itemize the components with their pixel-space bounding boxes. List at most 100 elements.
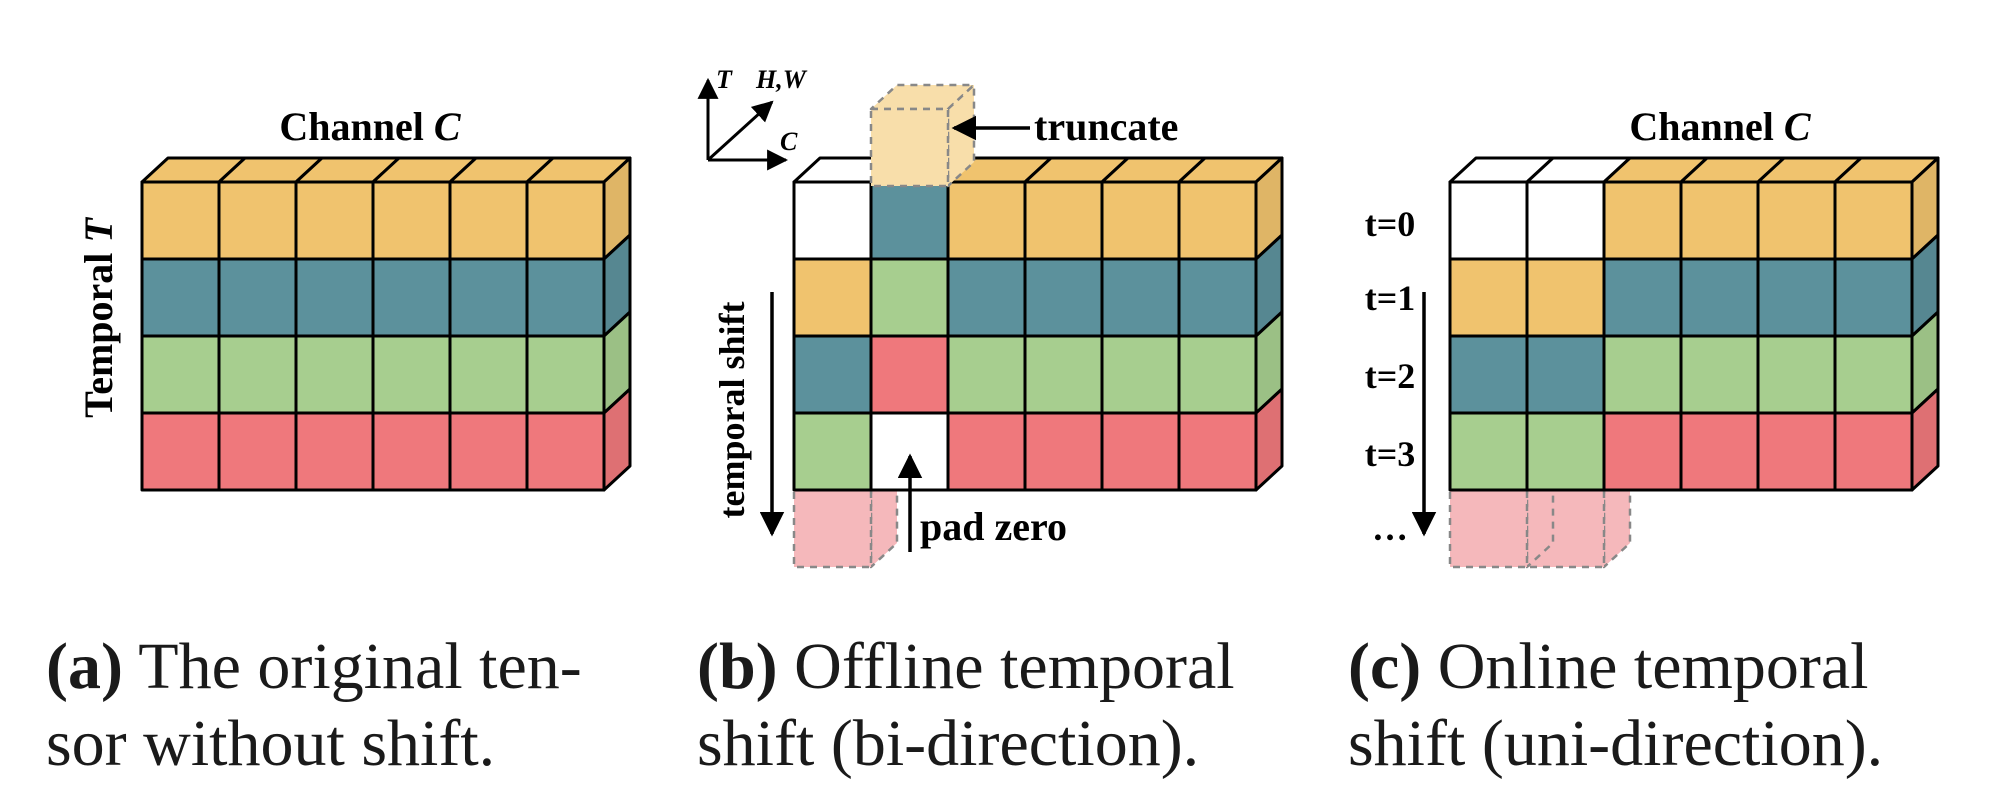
cube-front-face xyxy=(1756,411,1837,492)
cube-front-face xyxy=(448,334,529,415)
cube-front-face xyxy=(1023,411,1104,492)
caption-a-line1: (a) The original ten- xyxy=(46,630,582,703)
cube-front-face xyxy=(140,334,221,415)
cube-front-face xyxy=(1023,180,1104,261)
cube-front-face xyxy=(1448,180,1529,261)
temporal-label: Temporal T xyxy=(76,217,121,418)
cube-front-face xyxy=(1525,411,1606,492)
cube-front-face xyxy=(1602,257,1683,338)
cube-front-face xyxy=(792,180,873,261)
cube-front-face xyxy=(371,411,452,492)
cube-front-face xyxy=(525,180,606,261)
cube-front-face xyxy=(294,257,375,338)
caption-c-line1: (c) Online temporal xyxy=(1348,630,1868,703)
cube-front-face xyxy=(294,411,375,492)
cube-front-face xyxy=(946,411,1027,492)
axis-hw-label: H,W xyxy=(755,65,808,94)
cube-front-face xyxy=(1177,411,1258,492)
axis-c-label: C xyxy=(780,127,798,156)
time-label-2: t=2 xyxy=(1365,356,1416,396)
cube-front-face xyxy=(217,334,298,415)
cube-front-face xyxy=(1023,334,1104,415)
cube-front-face xyxy=(1756,334,1837,415)
axis-t-label: T xyxy=(716,65,733,94)
cube-front-face xyxy=(1679,180,1760,261)
axis-hw-arrow xyxy=(706,100,774,162)
cube-front-face xyxy=(869,257,950,338)
cube-front-face xyxy=(1833,411,1914,492)
cube-front-face xyxy=(448,180,529,261)
panel-c-online-shift: Channel C t=0 t=1 t=2 t=3 … (c) Online t… xyxy=(1348,104,1940,780)
cube-front-face xyxy=(1756,257,1837,338)
cube-front-face xyxy=(1177,180,1258,261)
panel-b-offline-shift: T H,W C truncate pad zero temporal shift… xyxy=(697,65,1284,780)
cube-front-face xyxy=(1833,334,1914,415)
caption-c-line2: shift (uni-direction). xyxy=(1348,707,1883,780)
cube-front-face xyxy=(946,334,1027,415)
cube-front-face xyxy=(946,180,1027,261)
cube-front-face xyxy=(792,411,873,492)
cube-front-face xyxy=(1756,180,1837,261)
cube-front-face xyxy=(1100,257,1181,338)
cube-front-face xyxy=(525,257,606,338)
cube-front-face xyxy=(448,257,529,338)
caption-b-line2: shift (bi-direction). xyxy=(697,707,1199,780)
temporal-shift-label: temporal shift xyxy=(712,302,752,519)
cube-front-face xyxy=(1023,257,1104,338)
cube-front-face xyxy=(1177,257,1258,338)
cube-front-face xyxy=(525,411,606,492)
cube-front-face xyxy=(1602,180,1683,261)
cube-front-face xyxy=(448,411,529,492)
caption-a-line2: sor without shift. xyxy=(46,707,495,780)
pad-zero-label: pad zero xyxy=(920,504,1067,549)
cube-front-face xyxy=(869,334,950,415)
cube-front-face xyxy=(371,334,452,415)
cube-front-face xyxy=(1525,180,1606,261)
ghost-cube-front xyxy=(869,107,950,188)
cube-front-face xyxy=(1100,180,1181,261)
cube-front-face xyxy=(371,180,452,261)
ghost-cube-front xyxy=(1448,488,1529,569)
cube-front-face xyxy=(140,180,221,261)
time-label-1: t=1 xyxy=(1365,278,1416,318)
tensor-grid-original xyxy=(140,156,632,492)
cube-front-face xyxy=(1100,411,1181,492)
channel-label: Channel C xyxy=(1629,104,1812,149)
cube-front-face xyxy=(946,257,1027,338)
cube-front-face xyxy=(1679,411,1760,492)
tensor-grid-offline-shift xyxy=(792,156,1284,492)
panel-a-original-tensor: Channel C Temporal T (a) The original te… xyxy=(46,104,632,780)
cube-front-face xyxy=(525,334,606,415)
truncate-label: truncate xyxy=(1034,104,1178,149)
cube-front-face xyxy=(869,180,950,261)
cube-front-face xyxy=(1602,334,1683,415)
cube-front-face xyxy=(1833,180,1914,261)
cube-front-face xyxy=(1679,334,1760,415)
cube-front-face xyxy=(140,257,221,338)
cube-front-face xyxy=(1448,257,1529,338)
cube-front-face xyxy=(1679,257,1760,338)
cube-front-face xyxy=(1448,411,1529,492)
ghost-cube-top xyxy=(869,83,976,111)
channel-label: Channel C xyxy=(279,104,462,149)
cube-front-face xyxy=(792,334,873,415)
time-label-0: t=0 xyxy=(1365,204,1416,244)
caption-b-line1: (b) Offline temporal xyxy=(697,630,1235,703)
cube-front-face xyxy=(1177,334,1258,415)
cube-front-face xyxy=(1100,334,1181,415)
axes-indicator: T H,W C xyxy=(697,65,808,171)
cube-front-face xyxy=(140,411,221,492)
cube-front-face xyxy=(217,257,298,338)
cube-front-face xyxy=(1525,257,1606,338)
time-ellipsis: … xyxy=(1372,508,1408,548)
cube-front-face xyxy=(217,411,298,492)
time-label-3: t=3 xyxy=(1365,434,1416,474)
cube-front-face xyxy=(1833,257,1914,338)
cube-front-face xyxy=(1525,334,1606,415)
ghost-cube-front xyxy=(792,488,873,569)
cube-front-face xyxy=(1602,411,1683,492)
cube-front-face xyxy=(1448,334,1529,415)
cube-front-face xyxy=(294,180,375,261)
cube-front-face xyxy=(792,257,873,338)
cube-front-face xyxy=(217,180,298,261)
